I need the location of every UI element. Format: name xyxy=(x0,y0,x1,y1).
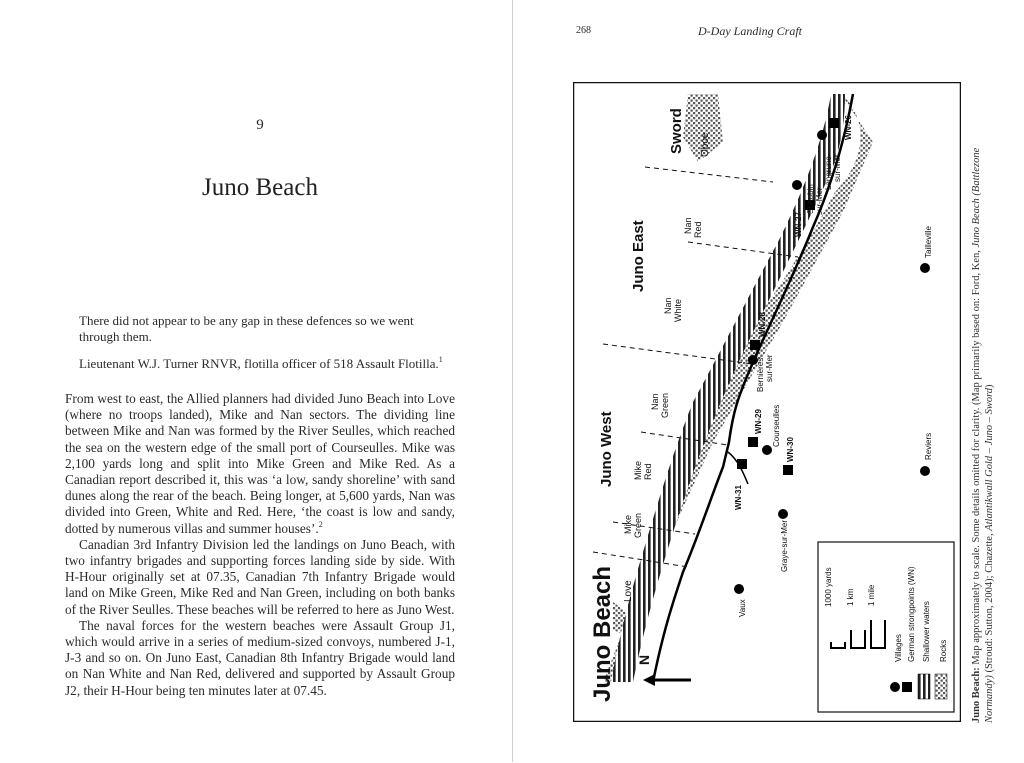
body-text: From west to east, the Allied planners h… xyxy=(65,391,455,699)
strongpoint-label: WN-28 xyxy=(758,312,767,337)
strongpoint-marker xyxy=(748,437,758,447)
chapter-title: Juno Beach xyxy=(202,174,318,201)
village-label: Bernières- xyxy=(756,355,765,392)
legend-label-villages: Villages xyxy=(894,634,903,662)
village-marker xyxy=(778,509,788,519)
epigraph-attribution: Lieutenant W.J. Turner RNVR, flotilla of… xyxy=(79,356,449,372)
scale-bars xyxy=(830,620,886,649)
caption-label: Juno Beach: xyxy=(971,667,982,723)
beach-label-line: Mike xyxy=(633,461,643,480)
beach-label-nan-green: Nan Green xyxy=(650,393,670,418)
strongpoint-marker xyxy=(829,118,839,128)
scale-label-mile: 1 mile xyxy=(867,584,876,606)
page-spine xyxy=(512,0,513,762)
village-label: Courseulles xyxy=(772,405,781,447)
legend-label-strongpoints: German strongpoints (WN) xyxy=(907,566,916,662)
beach-label-line: Red xyxy=(643,463,653,480)
strongpoint-marker xyxy=(737,459,747,469)
strongpoint-label: WN-30 xyxy=(786,437,795,462)
chapter-number: 9 xyxy=(256,117,264,133)
village-label: sur-Mer xyxy=(815,187,824,215)
village-marker xyxy=(762,445,772,455)
beach-label-line: Red xyxy=(693,221,703,238)
village-label: Langrune- xyxy=(824,153,833,190)
beach-label-line: White xyxy=(673,299,683,322)
legend-label-shallow: Shallower waters xyxy=(922,601,931,662)
beach-label-line: Mike xyxy=(623,515,633,534)
paragraph-1: From west to east, the Allied planners h… xyxy=(65,391,455,537)
attribution-text: Lieutenant W.J. Turner RNVR, flotilla of… xyxy=(79,356,439,371)
strongpoint-label: WN-29 xyxy=(754,409,763,434)
legend-label-rocks: Rocks xyxy=(939,640,948,662)
rocks-area-sword xyxy=(683,94,723,162)
beach-label-line: Green xyxy=(660,393,670,418)
legend-rocks-swatch xyxy=(934,673,948,700)
village-label: sur-Mer xyxy=(765,354,774,382)
scale-label-km: 1 km xyxy=(846,588,855,606)
village-label: Reviers xyxy=(924,433,933,460)
juno-east-label: Juno East xyxy=(630,220,647,292)
love-label: Love xyxy=(623,580,634,602)
north-arrow-icon: N xyxy=(636,655,691,686)
shallow-waters xyxy=(611,94,845,682)
strongpoint-marker xyxy=(805,200,815,210)
paragraph-2: Canadian 3rd Infantry Division led the l… xyxy=(65,536,455,617)
legend-strongpoint-marker xyxy=(902,682,912,692)
coastline xyxy=(651,93,855,683)
oboe-label: Oboe xyxy=(700,132,711,157)
caption-text-2: (Stroud: Sutton, 2004); Chazette, xyxy=(984,530,995,676)
village-marker xyxy=(748,355,758,365)
beach-label-mike-green: Mike Green xyxy=(623,513,643,538)
village-label: Vaux xyxy=(738,599,747,617)
villages: Langrune- sur-Mer St Aubin sur-Mer Berni… xyxy=(734,130,933,617)
village-label: Graye-sur-Mer xyxy=(780,520,789,572)
right-page: 268 D-Day Landing Craft xyxy=(514,0,1024,762)
legend-village-marker xyxy=(890,682,900,692)
village-label: St Aubin xyxy=(806,184,815,214)
strongpoint-marker xyxy=(750,340,760,350)
paragraph-3: The naval forces for the western beaches… xyxy=(65,617,455,698)
sword-label: Sword xyxy=(668,108,685,154)
caption-source-title-2: Atlantikwall Gold – Juno – Sword xyxy=(984,387,995,531)
beach-label-line: Nan xyxy=(683,217,693,234)
strongpoint-label: WN-27 xyxy=(794,212,803,237)
map-legend: 1000 yards 1 km 1 mile Villages German s… xyxy=(817,541,955,713)
page-number: 268 xyxy=(576,25,591,36)
strongpoint-label: WN-31 xyxy=(734,485,743,510)
village-label: sur-Mer xyxy=(833,154,842,182)
strongpoint-label: WN-26 xyxy=(844,115,853,140)
beach-label-nan-white: Nan White xyxy=(663,297,683,322)
left-page: 9 Juno Beach There did not appear to be … xyxy=(0,0,512,762)
beach-label-nan-red: Nan Red xyxy=(683,217,703,238)
village-marker xyxy=(792,180,802,190)
village-marker xyxy=(734,584,744,594)
beach-label-line: Nan xyxy=(650,393,660,410)
juno-west-label: Juno West xyxy=(598,411,615,487)
epigraph-quote: There did not appear to be any gap in th… xyxy=(79,313,414,344)
caption-text: Map approximately to scale. Some details… xyxy=(971,247,982,665)
footnote-ref-2[interactable]: 2 xyxy=(318,519,323,529)
beach-label-mike-red: Mike Red xyxy=(633,461,653,480)
footnote-ref-1[interactable]: 1 xyxy=(438,355,443,364)
map-caption: Juno Beach: Map approximately to scale. … xyxy=(970,123,996,723)
beach-label-line: Green xyxy=(633,513,643,538)
strongpoint-marker xyxy=(783,465,793,475)
compass-label: N xyxy=(636,655,652,665)
village-marker xyxy=(920,466,930,476)
sector-boundaries xyxy=(592,166,799,568)
caption-text-3: ) xyxy=(984,384,995,388)
map-caption-wrapper: Juno Beach: Map approximately to scale. … xyxy=(970,123,1024,763)
running-title: D-Day Landing Craft xyxy=(698,24,803,38)
strongpoints: WN-26 WN-27 WN-28 WN-29 WN-30 WN-31 xyxy=(734,115,853,510)
juno-beach-map: Sword Oboe Juno East Juno West Love Nan … xyxy=(572,81,962,727)
map-title: Juno Beach xyxy=(589,566,616,702)
beach-label-line: Nan xyxy=(663,297,673,314)
epigraph: There did not appear to be any gap in th… xyxy=(79,313,449,372)
village-marker xyxy=(817,130,827,140)
village-marker xyxy=(920,263,930,273)
paragraph-1-text: From west to east, the Allied planners h… xyxy=(65,391,455,536)
legend-shallow-swatch xyxy=(917,673,931,700)
scale-label-yards: 1000 yards xyxy=(824,567,833,607)
village-label: Tailleville xyxy=(924,225,933,258)
